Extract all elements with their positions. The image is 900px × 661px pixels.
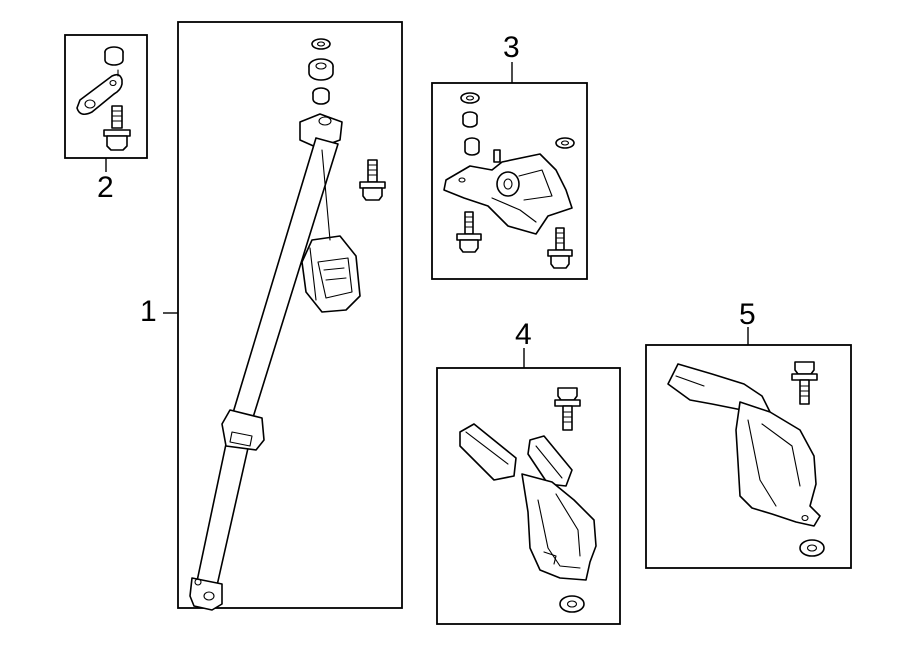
part-5-washer-icon: [799, 539, 825, 557]
retractor-icon: [299, 113, 361, 313]
part-1-group: [163, 21, 403, 611]
rear-buckle-assembly-icon: [667, 363, 821, 527]
part-5-group: [645, 327, 852, 569]
part-4-bolt-icon: [554, 387, 581, 431]
callout-2: 2: [97, 171, 114, 204]
callout-1: 1: [140, 295, 157, 328]
part-5-bolt-icon: [791, 361, 818, 405]
belt-webbing-icon: [195, 137, 339, 591]
part-3-bolt-left-icon: [456, 211, 482, 253]
belt-tongue-icon: [221, 409, 265, 451]
part-1-bolt-icon: [359, 159, 386, 201]
part-3-washer-icon: [555, 137, 575, 149]
part-4-box: [436, 367, 621, 625]
part-4-washer-icon: [559, 595, 585, 613]
retractor-bracket-icon: [443, 149, 573, 235]
callout-3: 3: [503, 31, 520, 64]
part-2-group: [64, 34, 148, 172]
part-1-washer-stack-icon: [308, 38, 334, 105]
part-3-washer-stack-icon: [460, 92, 480, 156]
part-3-group: [431, 62, 588, 280]
part-1-box: [177, 21, 403, 609]
part-2-nut-icon: [104, 46, 124, 66]
buckle-assembly-icon: [459, 423, 597, 581]
callout-4: 4: [515, 318, 532, 351]
part-4-group: [436, 348, 621, 625]
lower-anchor-icon: [189, 577, 223, 611]
anchor-plate-icon: [76, 69, 123, 116]
part-3-box: [431, 82, 588, 280]
part-2-bolt-icon: [103, 105, 131, 151]
part-3-bolt-right-icon: [547, 227, 573, 269]
callout-5: 5: [739, 298, 756, 331]
